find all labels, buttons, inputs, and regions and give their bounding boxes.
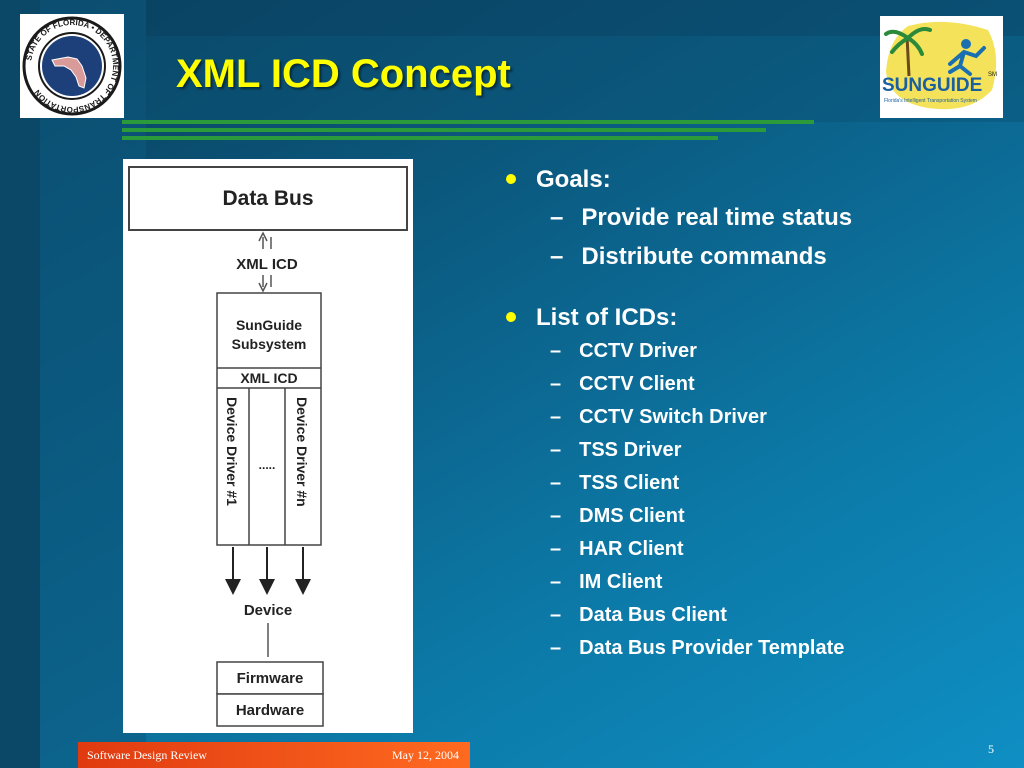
accent-line: [122, 136, 718, 140]
down-arrow: [258, 275, 268, 293]
list-item: –TSS Driver: [550, 439, 682, 461]
list-item: –TSS Client: [550, 472, 680, 494]
list-item: –IM Client: [550, 571, 663, 593]
device-driver-1-label: Device Driver #1: [224, 397, 240, 506]
firmware-label: Firmware: [237, 670, 304, 687]
sunguide-logo-icon: SUNGUIDE SM Florida's Intelligent Transp…: [882, 21, 997, 110]
bullet-dot-icon: [506, 173, 516, 184]
data-bus-box: [128, 166, 408, 231]
list-item: –CCTV Switch Driver: [550, 406, 767, 428]
hardware-box: [216, 693, 324, 727]
page-number: 5: [988, 742, 994, 756]
xml-icd-inner-label: XML ICD: [240, 370, 297, 386]
sunguide-logo: SUNGUIDE SM Florida's Intelligent Transp…: [880, 16, 1003, 118]
sunguide-tagline: Florida's Intelligent Transportation Sys…: [884, 98, 977, 104]
subsystem-box: [216, 292, 322, 546]
architecture-diagram: Data Bus XML ICD SunGuide Subsystem XML …: [123, 159, 413, 733]
driver-ellipsis: .....: [259, 458, 276, 472]
sunguide-mark: SM: [988, 72, 997, 78]
subsystem-label-line1: SunGuide: [236, 317, 302, 333]
up-arrow: [258, 231, 268, 249]
device-label: Device: [244, 602, 292, 619]
hardware-label: Hardware: [236, 702, 304, 719]
firmware-box: [216, 661, 324, 695]
accent-line: [122, 120, 814, 124]
fdot-seal-icon: STATE OF FLORIDA • DEPARTMENT OF TRANSPO…: [22, 16, 122, 116]
list-item: –Data Bus Provider Template: [550, 637, 845, 659]
list-item: –CCTV Client: [550, 373, 695, 395]
xml-icd-top-label: XML ICD: [236, 256, 298, 273]
accent-line: [122, 128, 766, 132]
list-item: –DMS Client: [550, 505, 685, 527]
sunguide-name: SUNGUIDE: [882, 75, 982, 96]
background-band: [146, 0, 1024, 36]
subsystem-label-line2: Subsystem: [232, 336, 307, 352]
footer-bar: Software Design Review May 12, 2004: [78, 742, 470, 768]
architecture-diagram-svg: Data Bus XML ICD SunGuide Subsystem XML …: [128, 166, 408, 727]
list-item: –CCTV Driver: [550, 340, 697, 362]
footer-left-text: Software Design Review: [87, 748, 207, 762]
data-bus-label: Data Bus: [222, 187, 313, 210]
list-item: –Provide real time status: [550, 204, 853, 231]
device-driver-n-label: Device Driver #n: [294, 397, 310, 507]
list-item: –Distribute commands: [550, 243, 827, 270]
fdot-logo: STATE OF FLORIDA • DEPARTMENT OF TRANSPO…: [20, 14, 124, 118]
list-item: –Data Bus Client: [550, 604, 727, 626]
goals-bullet: Goals:: [506, 166, 611, 194]
slide-title: XML ICD Concept: [176, 52, 511, 96]
background-band: [146, 36, 1024, 122]
background-stripe: [0, 0, 40, 768]
footer-date: May 12, 2004: [392, 748, 459, 762]
icds-bullet: List of ICDs:: [506, 304, 677, 332]
bullet-dot-icon: [506, 311, 516, 322]
list-item: –HAR Client: [550, 538, 684, 560]
